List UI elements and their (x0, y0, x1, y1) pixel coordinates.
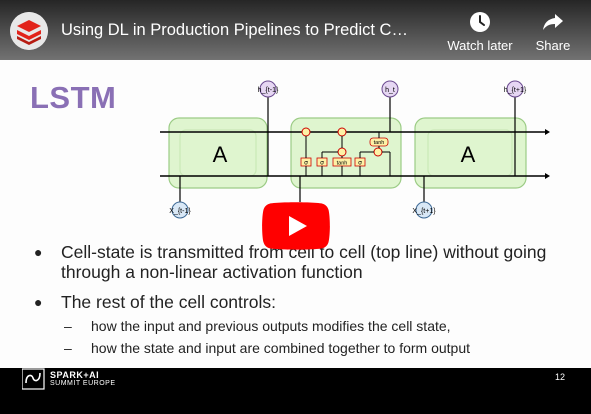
sub-bullet-text: how the state and input are combined tog… (91, 340, 471, 356)
input-circle-prev (171, 201, 189, 219)
event-subtitle: SUMMIT EUROPE (50, 380, 116, 387)
watch-later-button[interactable]: Watch later (442, 10, 518, 53)
clock-icon (470, 12, 490, 32)
share-button[interactable]: Share (527, 10, 579, 53)
svg-text:X_{t+1}: X_{t+1} (412, 208, 436, 215)
share-arrow-icon (543, 14, 563, 30)
spark-ai-logo-icon (22, 368, 45, 390)
input-circle-next (415, 201, 433, 219)
svg-text:tanh: tanh (374, 140, 385, 146)
svg-text:X_{t-1}: X_{t-1} (169, 208, 191, 215)
share-label: Share (535, 38, 571, 53)
slide-page-number: 12 (555, 372, 566, 382)
output-circle-prev (259, 80, 277, 98)
lstm-diagram: A A tanh σ σ tanh σ (160, 80, 550, 219)
cell-label-right: A (461, 142, 476, 167)
sub-bullet-text: how the input and previous outputs modif… (91, 318, 451, 334)
svg-text:tanh: tanh (337, 161, 348, 167)
channel-logo-icon[interactable] (10, 12, 48, 50)
bullet-text: The rest of the cell controls: (61, 292, 276, 312)
cell-label-left: A (213, 142, 228, 167)
svg-text:σ: σ (358, 160, 362, 167)
bullet-dot: ● (34, 294, 43, 310)
lstm-cell-right (414, 117, 527, 189)
slide-title: LSTM (30, 80, 117, 115)
event-name: SPARK+AI (50, 370, 100, 380)
slide: LSTM A A tanh σ σ tanh σ (0, 0, 591, 368)
video-title[interactable]: Using DL in Production Pipelines to Pred… (61, 21, 408, 39)
svg-text:σ: σ (320, 160, 324, 167)
video-top-bar: Using DL in Production Pipelines to Pred… (0, 0, 591, 60)
svg-text:h_{t-1}: h_{t-1} (258, 87, 279, 94)
slide-footer: SPARK+AI SUMMIT EUROPE 12 (0, 368, 591, 414)
svg-text:h_t: h_t (385, 87, 395, 94)
svg-text:σ: σ (304, 160, 308, 167)
bullet-dot: ● (34, 244, 43, 260)
svg-text:h_{t+1}: h_{t+1} (504, 87, 527, 94)
output-circle-next (506, 80, 524, 98)
output-circle-current (381, 80, 399, 98)
bullet-text: Cell-state is transmitted from cell to c… (61, 242, 547, 282)
watch-later-label: Watch later (447, 38, 513, 53)
play-button-icon[interactable] (262, 202, 330, 250)
lstm-cell-left (168, 117, 268, 189)
